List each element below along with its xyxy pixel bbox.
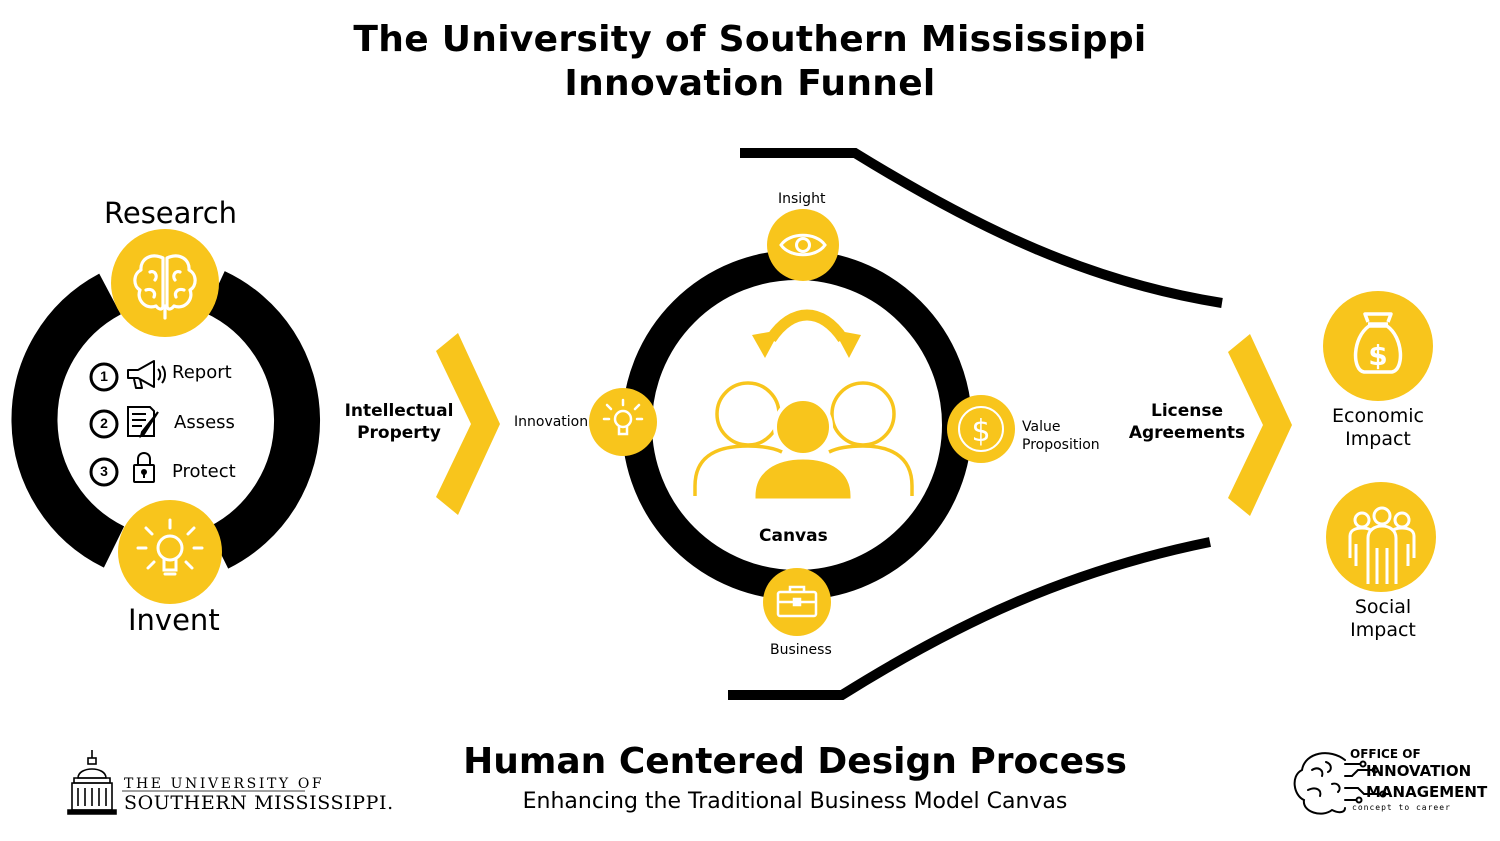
step-assess-label: Assess (174, 412, 235, 433)
briefcase-icon (763, 568, 831, 636)
cycle-arrow-icon (752, 309, 861, 358)
people-group-icon (693, 381, 914, 502)
oim-logo-tagline: concept to career (1352, 803, 1451, 812)
economic-impact-label: Economic Impact (1318, 405, 1438, 451)
business-label: Business (770, 642, 832, 658)
dollar-icon: $ (947, 395, 1015, 463)
svg-text:$: $ (1368, 339, 1387, 372)
money-bag-icon: $ (1323, 291, 1433, 401)
people-icon (1326, 482, 1436, 592)
brain-icon (111, 229, 219, 337)
research-cycle-ring (11, 271, 321, 569)
innovation-label: Innovation (514, 414, 589, 430)
dome-building-icon (67, 750, 117, 815)
license-agreements-label: License Agreements (1118, 400, 1256, 444)
economic-impact-line2: Impact (1345, 428, 1411, 450)
chevron-right-icon (1228, 334, 1292, 516)
intellectual-property-line2: Property (357, 423, 441, 443)
intellectual-property-label: Intellectual Property (330, 400, 468, 444)
research-label: Research (104, 196, 238, 230)
step-number-circles (89, 362, 119, 487)
usm-logo-line1: THE UNIVERSITY OF (124, 776, 325, 792)
step-report-label: Report (172, 362, 232, 383)
padlock-icon (133, 452, 155, 483)
usm-logo-line2: SOUTHERN MISSISSIPPI. (124, 792, 394, 814)
footer-subtitle: Enhancing the Traditional Business Model… (522, 789, 1068, 814)
oim-logo-line1: OFFICE OF (1350, 747, 1421, 761)
lightbulb-icon (589, 388, 657, 456)
intellectual-property-line1: Intellectual (344, 401, 454, 421)
footer-title: Human Centered Design Process (463, 741, 1127, 782)
step-number-3: 3 (100, 463, 108, 479)
step-number-2: 2 (100, 415, 108, 431)
chevron-right-icon (436, 333, 500, 515)
funnel-walls (728, 148, 1223, 700)
step-protect-label: Protect (172, 461, 236, 482)
megaphone-icon (127, 360, 166, 389)
insight-label: Insight (778, 191, 826, 207)
social-impact-line2: Impact (1350, 619, 1416, 641)
svg-text:$: $ (971, 414, 990, 449)
step-number-1: 1 (100, 368, 108, 384)
oim-logo-line3: MANAGEMENT (1366, 783, 1488, 801)
invent-label: Invent (128, 603, 220, 637)
value-proposition-label: Value Proposition (1022, 418, 1100, 454)
page-title-line1: The University of Southern Mississippi (353, 19, 1147, 60)
license-agreements-line2: Agreements (1128, 423, 1246, 443)
value-proposition-line2: Proposition (1022, 437, 1100, 453)
page-title-line2: Innovation Funnel (564, 63, 936, 104)
oim-logo-line2: INNOVATION (1366, 762, 1472, 780)
circuit-brain-icon (1293, 752, 1387, 815)
social-impact-label: Social Impact (1323, 596, 1443, 642)
document-pencil-icon (127, 406, 159, 439)
social-impact-line1: Social (1354, 596, 1412, 618)
eye-icon (767, 209, 839, 281)
economic-impact-line1: Economic (1332, 405, 1424, 427)
canvas-label: Canvas (759, 526, 828, 546)
license-agreements-line1: License (1150, 401, 1224, 421)
value-proposition-line1: Value (1022, 419, 1061, 435)
lightbulb-icon (118, 500, 222, 604)
